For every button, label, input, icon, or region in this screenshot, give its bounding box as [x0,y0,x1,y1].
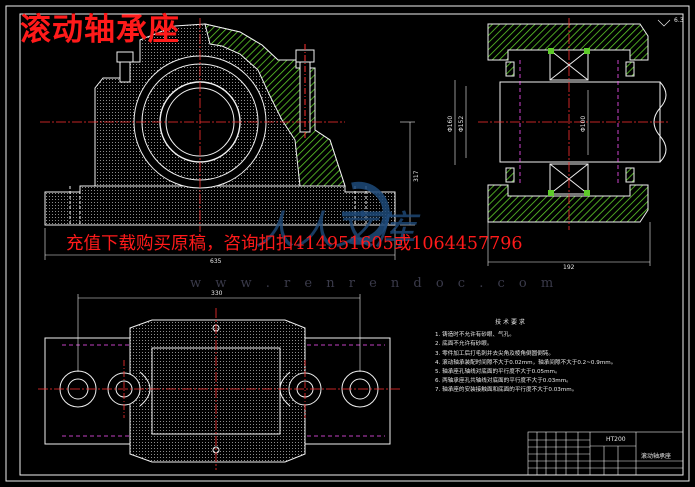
tech-item: 1. 铸造时不允许有砂眼、气孔。 [435,332,515,339]
tech-requirements: 技 术 要 求 1. 铸造时不允许有砂眼、气孔。 2. 底面不允许有砂眼。 3.… [435,318,616,396]
watermark-text: 人人文库 [255,208,421,254]
side-housing-bottom [487,184,649,223]
front-section [204,23,346,187]
tech-item: 6. 两轴承座孔共轴线对底面的平行度不大于0.03mm。 [435,378,572,385]
dim-front-width: 635 [210,258,222,265]
watermark-url: w w w . r e n r e n d o c . c o m [190,276,559,291]
dim-surface-roughness: 6.3 [674,17,684,24]
title-block [527,431,684,476]
dim-side-d3: Φ100 [580,115,587,132]
side-view [454,18,671,266]
side-housing-top [487,23,649,61]
tech-item: 5. 轴承座孔轴线对底面的平行度不大于0.05mm。 [435,369,561,376]
top-view [38,294,400,470]
title-block-material: HT200 [606,436,626,443]
dim-front-height: 317 [413,170,420,182]
watermark-logo [342,181,392,245]
dim-side-d1: Φ160 [447,115,454,132]
dim-top-width: 330 [211,290,223,297]
promo-text: 充值下载购买原稿，咨询扣扣414951605或1064457796 [66,234,523,254]
title-block-name: 滚动轴承座 [641,453,672,460]
drawing-frame [5,5,690,482]
tech-item: 7. 轴承座的安装接触面和底面的平行度不大于0.03mm。 [435,387,578,394]
tech-item: 4. 滚动轴承装配时间隙不大于0.02mm，轴承间隙不大于0.2~0.9mm。 [435,359,617,366]
bolt-left [116,51,134,63]
front-view [40,18,415,260]
tech-heading: 技 术 要 求 [495,319,525,326]
dim-side-d2: Φ152 [458,115,465,132]
tech-item: 2. 底面不允许有砂眼。 [435,341,493,348]
dim-side-width: 192 [563,264,575,271]
tech-item: 3. 零件加工后打毛刺并去尖角及棱角倒圆倒钝。 [435,350,554,357]
drawing-title: 滚动轴承座 [20,12,180,48]
